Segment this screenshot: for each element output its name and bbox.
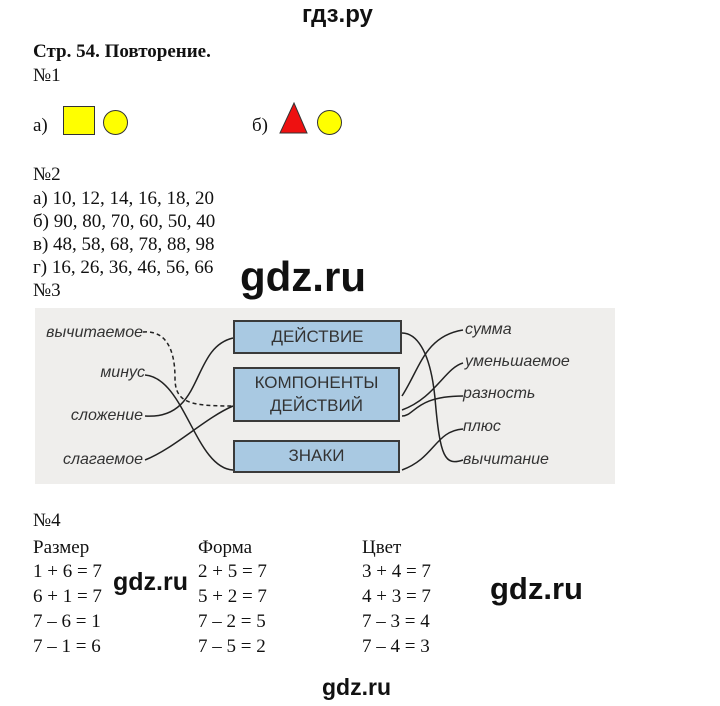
box-action: ДЕЙСТВИЕ bbox=[233, 320, 402, 354]
task2-label: №2 bbox=[33, 164, 61, 185]
cell: 7 – 5 = 2 bbox=[198, 636, 266, 657]
yellow-circle-shape bbox=[103, 110, 128, 135]
task2-line: в) 48, 58, 68, 78, 88, 98 bbox=[33, 234, 215, 255]
box-signs: ЗНАКИ bbox=[233, 440, 400, 473]
components-diagram: ДЕЙСТВИЕ КОМПОНЕНТЫ ДЕЙСТВИЙ ЗНАКИ вычит… bbox=[35, 308, 615, 484]
cell: 7 – 6 = 1 bbox=[33, 611, 101, 632]
label-minuend: уменьшаемое bbox=[465, 353, 570, 370]
label-minus: минус bbox=[100, 364, 145, 381]
task1-a-label: а) bbox=[33, 115, 48, 136]
label-subtraction: вычитание bbox=[463, 451, 549, 468]
watermark-main: gdz.ru bbox=[240, 253, 366, 300]
cell: 7 – 2 = 5 bbox=[198, 611, 266, 632]
task2-line: а) 10, 12, 14, 16, 18, 20 bbox=[33, 188, 215, 209]
yellow-square-shape bbox=[63, 106, 95, 135]
red-triangle-shape bbox=[279, 102, 308, 134]
label-sum: сумма bbox=[465, 321, 512, 338]
connector-lines bbox=[142, 329, 464, 471]
page-title: Стр. 54. Повторение. bbox=[33, 41, 211, 62]
watermark-left: gdz.ru bbox=[113, 568, 188, 596]
header-color: Цвет bbox=[362, 537, 402, 558]
cell: 4 + 3 = 7 bbox=[362, 586, 431, 607]
task2-line: б) 90, 80, 70, 60, 50, 40 bbox=[33, 211, 216, 232]
cell: 2 + 5 = 7 bbox=[198, 561, 267, 582]
watermark-top: гдз.ру bbox=[302, 1, 373, 28]
yellow-circle-shape-2 bbox=[317, 110, 342, 135]
header-shape: Форма bbox=[198, 537, 253, 558]
label-addition: сложение bbox=[70, 407, 143, 424]
watermark-right: gdz.ru bbox=[490, 571, 583, 606]
cell: 3 + 4 = 7 bbox=[362, 561, 431, 582]
label-subtrahend: вычитаемое bbox=[46, 324, 143, 341]
task4-label: №4 bbox=[33, 510, 61, 531]
task2-line: г) 16, 26, 36, 46, 56, 66 bbox=[33, 257, 214, 278]
watermark-bottom: gdz.ru bbox=[322, 674, 391, 700]
label-difference: разность bbox=[463, 385, 536, 402]
header-size: Размер bbox=[33, 537, 90, 558]
cell: 6 + 1 = 7 bbox=[33, 586, 102, 607]
label-plus: плюс bbox=[463, 418, 501, 435]
label-addend: слагаемое bbox=[62, 451, 143, 468]
task1-label: №1 bbox=[33, 65, 61, 86]
cell: 7 – 1 = 6 bbox=[33, 636, 101, 657]
task1-b-label: б) bbox=[252, 115, 268, 136]
box-components: КОМПОНЕНТЫ ДЕЙСТВИЙ bbox=[233, 367, 400, 422]
cell: 5 + 2 = 7 bbox=[198, 586, 267, 607]
cell: 7 – 4 = 3 bbox=[362, 636, 430, 657]
task3-label: №3 bbox=[33, 280, 61, 301]
cell: 7 – 3 = 4 bbox=[362, 611, 430, 632]
cell: 1 + 6 = 7 bbox=[33, 561, 102, 582]
